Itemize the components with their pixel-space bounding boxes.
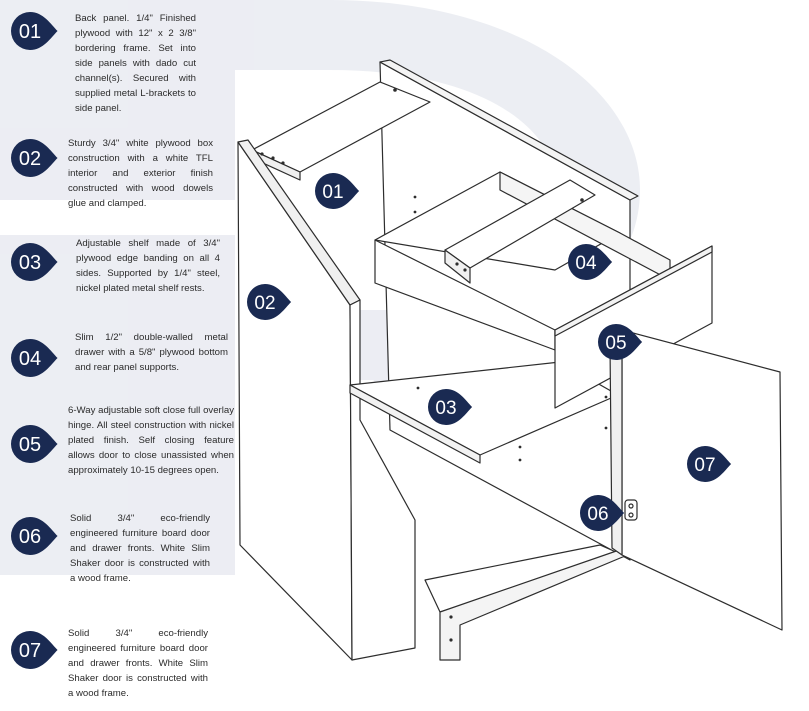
legend-number-marker: 05 [8, 423, 64, 465]
adjustable-shelf-front [349, 384, 481, 464]
legend-number-marker: 04 [8, 337, 64, 379]
shelf-holes [260, 88, 608, 642]
back-panel-edge [379, 59, 639, 201]
legend-number: 04 [19, 348, 41, 370]
legend-number-marker: 02 [8, 137, 64, 179]
legend-number: 07 [19, 640, 41, 662]
left-side-panel-front [349, 299, 416, 661]
legend-number: 06 [19, 526, 41, 548]
legend-number: 03 [19, 252, 41, 274]
callout-number: 04 [575, 253, 597, 274]
drawer-front-edge [554, 245, 713, 337]
legend-description: Sturdy 3/4" white plywood box constructi… [68, 138, 213, 209]
legend-number: 02 [19, 148, 41, 170]
callout-number: 01 [322, 182, 343, 203]
callout-marker-02: 02 [247, 284, 292, 320]
hinge [624, 499, 638, 521]
legend-description: Solid 3/4" eco-friendly engineered furni… [70, 513, 210, 584]
callout-number: 03 [435, 398, 456, 419]
legend-description: Back panel. 1/4" Finished plywood with 1… [75, 13, 196, 114]
legend-number: 01 [19, 21, 41, 43]
callout-marker-03: 03 [428, 389, 473, 425]
legend-description: Solid 3/4" eco-friendly engineered furni… [68, 628, 208, 699]
legend-description: 6-Way adjustable soft close full overlay… [68, 405, 234, 476]
callout-number: 06 [587, 504, 608, 525]
callout-marker-07: 07 [687, 446, 732, 482]
callout-marker-06: 06 [580, 495, 625, 531]
callout-marker-04: 04 [568, 244, 613, 280]
callout-number: 05 [605, 333, 626, 354]
legend-number: 05 [19, 434, 41, 456]
callout-number: 07 [694, 455, 715, 476]
bottom-panel [424, 544, 626, 613]
legend-number-marker: 07 [8, 629, 64, 671]
callout-marker-01: 01 [315, 173, 360, 209]
callout-marker-05: 05 [598, 324, 643, 360]
drawer-support-front [444, 249, 471, 284]
legend-number-marker: 01 [8, 10, 64, 52]
legend-number-marker: 06 [8, 515, 64, 557]
legend-description: Slim 1/2" double-walled metal drawer wit… [75, 332, 228, 373]
callout-number: 02 [254, 293, 275, 314]
legend-number-marker: 03 [8, 241, 64, 283]
legend-description: Adjustable shelf made of 3/4" plywood ed… [76, 238, 220, 294]
